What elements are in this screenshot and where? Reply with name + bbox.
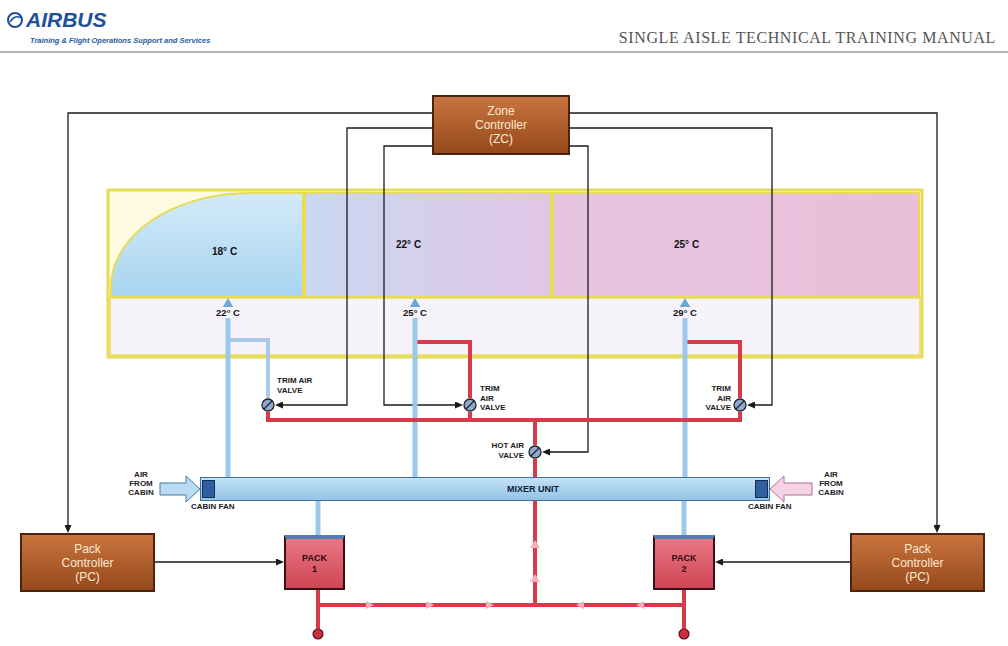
duct-temperature: 25° C — [401, 307, 429, 318]
bleed-manifold — [318, 590, 684, 605]
valve-disc — [466, 401, 474, 409]
valve-symbol — [463, 398, 477, 412]
manual-header: SINGLE AISLE TECHNICAL TRAINING MANUAL — [500, 29, 996, 47]
hot-air-pipe — [535, 412, 740, 445]
control-line — [68, 113, 432, 525]
hot-air-pipe — [268, 412, 535, 445]
valve-body — [262, 399, 274, 411]
node-label: PACK 1 — [300, 553, 330, 575]
air-inlet-label: AIR FROM CABIN — [813, 470, 849, 497]
air-duct — [226, 309, 231, 477]
brand-tagline: Training & Flight Operations Support and… — [30, 36, 290, 45]
node-label: TRIM AIR VALVE — [480, 384, 512, 413]
bleed-inlet-pipe — [318, 605, 684, 629]
zone-controller: Zone Controller (ZC) — [432, 95, 570, 155]
cabin-fan: CABIN FAN — [202, 480, 215, 498]
label-slot: 29° C — [660, 302, 710, 320]
flow-arrow — [530, 574, 540, 582]
bleed-inlet — [313, 629, 323, 639]
node-label: 18° C — [212, 246, 237, 257]
flow-arrow — [366, 601, 374, 609]
valve-symbol — [733, 398, 747, 412]
valve-body — [734, 399, 746, 411]
node-label: Zone Controller (ZC) — [463, 104, 539, 146]
air-inlet-label: AIR FROM CABIN — [123, 470, 159, 497]
control-line — [723, 561, 850, 562]
pack-box: PACK 2 — [653, 535, 715, 590]
trim-air-pipe — [415, 342, 470, 398]
hot-air-valve: HOT AIR VALVE — [528, 445, 542, 459]
label-slot: SINGLE AISLE TECHNICAL TRAINING MANUAL — [500, 29, 996, 47]
valve-symbol — [528, 445, 542, 459]
cabin-zone: 25° C — [552, 192, 920, 298]
air-duct — [316, 501, 321, 535]
label-slot: 22° C — [203, 302, 253, 320]
pack-controller: Pack Controller (PC) — [20, 533, 155, 592]
duct-temperature: 22° C — [214, 307, 242, 318]
brand-logo: AIRBUS — [26, 8, 186, 32]
air-duct — [413, 309, 418, 477]
node-label: Pack Controller (PC) — [880, 542, 956, 584]
flow-arrow — [576, 601, 584, 609]
cabin-zone: 22° C — [304, 192, 552, 298]
air-duct — [683, 309, 688, 477]
valve-body — [529, 446, 541, 458]
label-slot: AIR FROM CABIN — [123, 470, 159, 497]
node-label: 25° C — [674, 239, 699, 250]
control-line — [155, 561, 276, 562]
node-label: CABIN FAN — [191, 502, 225, 512]
bleed-inlet — [679, 629, 689, 639]
trim-air-valve: TRIM AIR VALVE — [261, 398, 275, 412]
flow-arrow — [486, 601, 494, 609]
valve-symbol — [261, 398, 275, 412]
pack-controller: Pack Controller (PC) — [850, 533, 985, 592]
mixer-unit: MIXER UNIT CABIN FAN CABIN FAN — [200, 477, 770, 501]
node-label: TRIM AIR VALVE — [699, 384, 731, 413]
fuselage-band — [108, 190, 922, 357]
trim-air-valve: TRIM AIR VALVE — [463, 398, 477, 412]
air-duct — [682, 501, 687, 535]
node-label: Pack Controller (PC) — [50, 542, 126, 584]
node-label: CABIN FAN — [748, 502, 782, 512]
cabin-fan: CABIN FAN — [755, 480, 768, 498]
label-slot: Training & Flight Operations Support and… — [30, 36, 290, 45]
pack-box: PACK 1 — [284, 535, 345, 590]
cabin-air-arrow — [770, 476, 812, 502]
node-label: 22° C — [396, 239, 421, 250]
label-slot: AIR FROM CABIN — [813, 470, 849, 497]
valve-disc — [264, 401, 272, 409]
flow-arrow — [530, 540, 540, 548]
hot-air-pipe — [470, 412, 535, 445]
control-line — [570, 113, 937, 525]
cabin-air-arrow — [160, 476, 200, 502]
valve-disc — [736, 401, 744, 409]
node-label: TRIM AIR VALVE — [277, 376, 321, 395]
flow-arrow — [426, 601, 434, 609]
node-label: PACK 2 — [669, 553, 699, 575]
duct-temperature: 29° C — [671, 307, 699, 318]
duct-strip — [110, 298, 920, 355]
flow-arrow — [636, 601, 644, 609]
label-slot: 25° C — [390, 302, 440, 320]
valve-body — [464, 399, 476, 411]
node-label: MIXER UNIT — [507, 484, 559, 494]
trim-air-pipe — [228, 340, 268, 398]
node-label: HOT AIR VALVE — [480, 441, 524, 460]
valve-disc — [531, 448, 539, 456]
label-slot: AIRBUS — [26, 8, 186, 32]
header-rule — [0, 51, 1008, 53]
trim-air-valve: TRIM AIR VALVE — [733, 398, 747, 412]
emblem-ring — [8, 13, 22, 27]
emblem-swoosh — [10, 17, 21, 22]
airbus-emblem — [8, 13, 22, 27]
